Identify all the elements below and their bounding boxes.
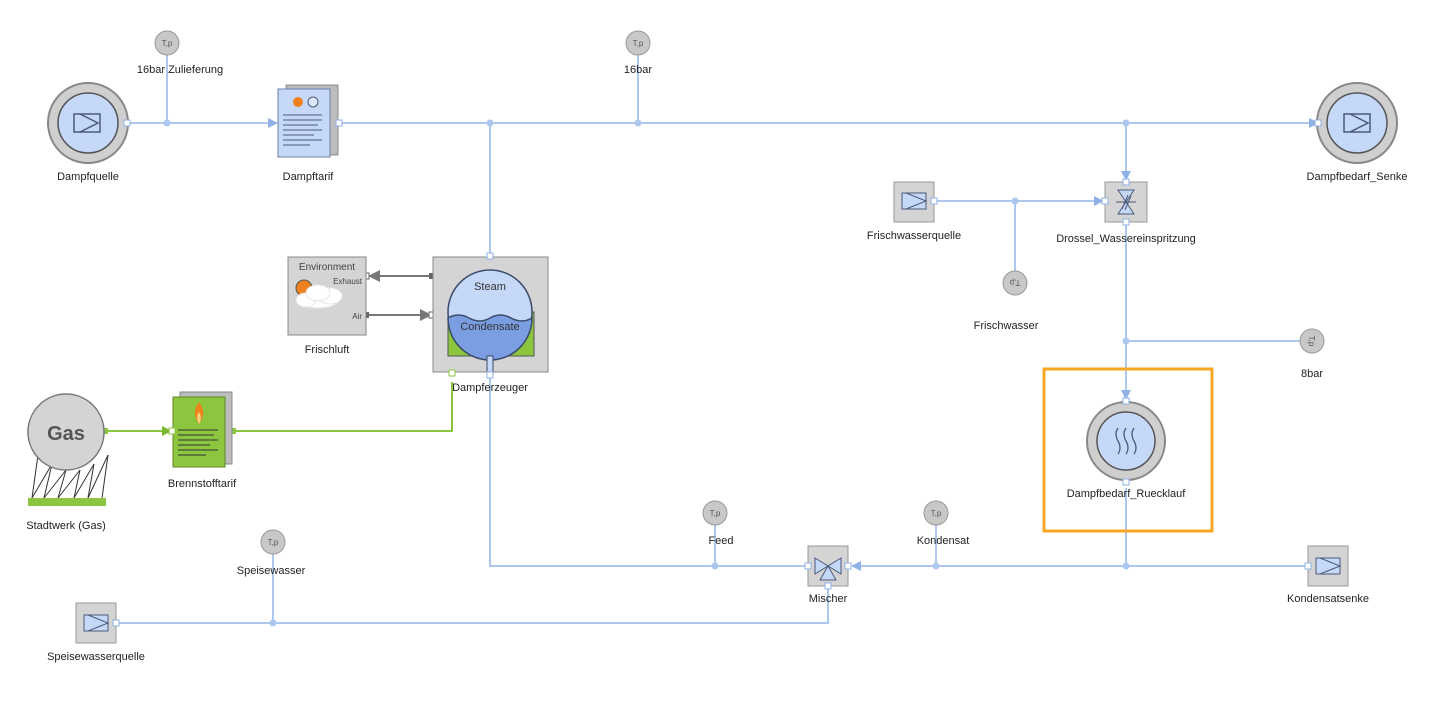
frischluft-block[interactable]: Environment Exhaust Air (287, 256, 367, 336)
label-dampfquelle: Dampfquelle (57, 171, 119, 183)
label-drossel: Drossel_Wassereinspritzung (1056, 233, 1196, 245)
svg-text:Gas: Gas (47, 423, 85, 445)
sensor-8bar[interactable]: T,p (1299, 328, 1325, 354)
label-dampfbedarf-ruecklauf: Dampfbedarf_Ruecklauf (1066, 488, 1186, 500)
label-sensor-16bar: 16bar (623, 64, 653, 76)
label-frischwasserquelle: Frischwasserquelle (866, 230, 962, 242)
sensor-kondensat[interactable]: T,p (923, 500, 949, 526)
svg-text:T,p: T,p (931, 509, 942, 518)
svg-text:T,p: T,p (633, 39, 644, 48)
label-kondensatsenke: Kondensatsenke (1287, 593, 1369, 605)
svg-text:Condensate: Condensate (460, 321, 519, 333)
label-dampftarif: Dampftarif (282, 171, 334, 183)
stadtwerk-block[interactable]: Gas (27, 393, 109, 506)
sensor-16bar[interactable]: T,p (625, 30, 651, 56)
dampfbedarf-ruecklauf-block[interactable] (1042, 367, 1214, 533)
pipe-speisewasser-mischer[interactable] (118, 586, 829, 624)
pipe-feed[interactable] (489, 378, 807, 567)
frischwasserquelle-block[interactable] (893, 181, 938, 223)
dampferzeuger-block[interactable]: Steam Condensate (432, 252, 549, 379)
kondensatsenke-block[interactable] (1304, 545, 1349, 587)
svg-text:Exhaust: Exhaust (333, 277, 363, 286)
label-sensor-frischwasser: Frischwasser (973, 320, 1039, 332)
svg-text:Air: Air (352, 312, 362, 321)
label-mischer: Mischer (808, 593, 848, 605)
dampfbedarf-senke-block[interactable] (1314, 82, 1398, 164)
label-sensor-8bar: 8bar (1300, 368, 1324, 380)
speisewasserquelle-block[interactable] (75, 602, 120, 644)
label-dampfbedarf-senke: Dampfbedarf_Senke (1306, 171, 1408, 183)
label-sensor-zulieferung: 16bar Zulieferung (136, 64, 224, 76)
label-frischluft: Frischluft (304, 344, 350, 356)
sensor-zulieferung[interactable]: T,p (154, 30, 180, 56)
label-sensor-kondensat: Kondensat (916, 535, 970, 547)
svg-text:T,p: T,p (1009, 278, 1020, 287)
svg-text:T,p: T,p (162, 39, 173, 48)
air-connections (368, 270, 432, 321)
mischer-block[interactable] (804, 545, 852, 590)
sensor-frischwasser[interactable]: T,p (1002, 270, 1028, 296)
fuel-pipes (106, 382, 453, 436)
svg-text:Steam: Steam (474, 281, 506, 293)
svg-text:T,p: T,p (1307, 336, 1316, 347)
dampftarif-block[interactable] (277, 84, 343, 158)
svg-text:T,p: T,p (268, 538, 279, 547)
sensor-speisewasser[interactable]: T,p (260, 529, 286, 555)
svg-text:Environment: Environment (299, 262, 355, 273)
pipe-tarif-dampferzeuger[interactable] (234, 382, 453, 432)
label-speisewasserquelle: Speisewasserquelle (47, 651, 145, 663)
sensor-feed[interactable]: T,p (702, 500, 728, 526)
label-dampferzeuger: Dampferzeuger (452, 382, 528, 394)
junctions (163, 119, 1130, 627)
label-stadtwerk: Stadtwerk (Gas) (26, 520, 106, 532)
drossel-block[interactable] (1101, 178, 1148, 226)
label-sensor-feed: Feed (708, 535, 734, 547)
steam-pipes (118, 55, 1319, 624)
brennstofftarif-block[interactable] (168, 391, 233, 468)
label-brennstofftarif: Brennstofftarif (167, 478, 237, 490)
dampfquelle-block[interactable] (47, 82, 131, 164)
svg-text:T,p: T,p (710, 509, 721, 518)
label-sensor-speisewasser: Speisewasser (236, 565, 306, 577)
